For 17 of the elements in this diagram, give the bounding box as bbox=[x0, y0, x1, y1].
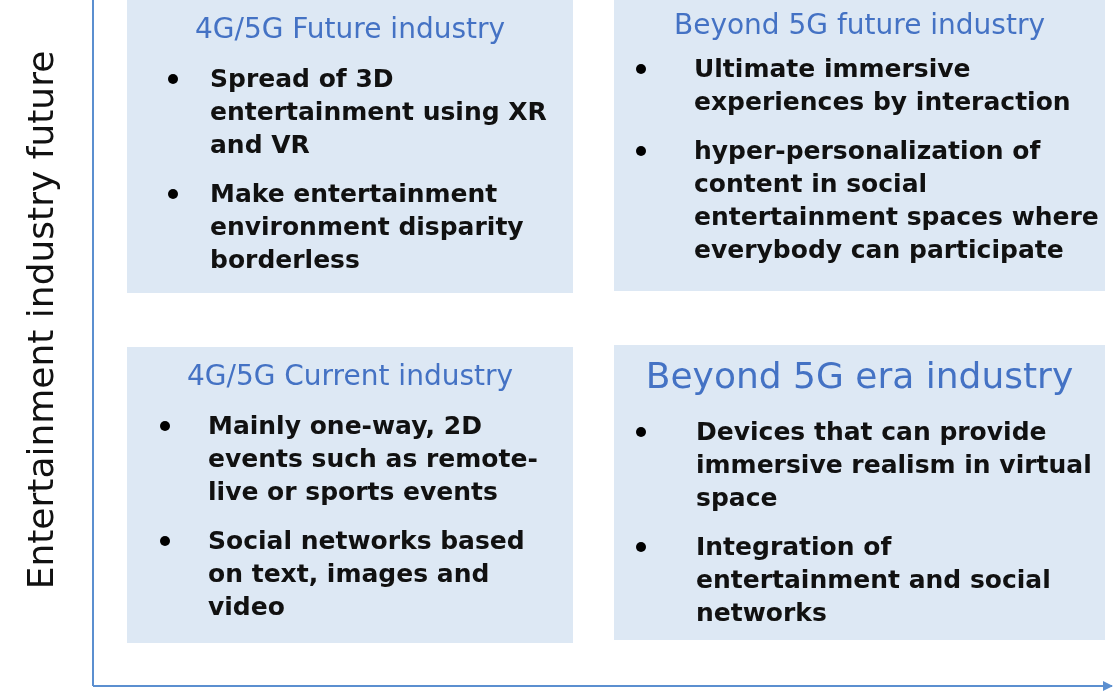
quadrant-heading: Beyond 5G future industry bbox=[673, 8, 1046, 41]
quadrant-box bbox=[127, 347, 573, 643]
bullet-text: Make entertainment environment disparity borderless bbox=[210, 179, 524, 274]
quadrant-heading: Beyond 5G era industry bbox=[644, 355, 1075, 396]
bullet-text: Social networks based on text, images and video bbox=[208, 526, 525, 621]
bullet-text: Integration of entertainment and social networks bbox=[696, 532, 1051, 627]
bullet-text: Mainly one-way, 2D events such as remote-live or sports events bbox=[208, 411, 538, 506]
quadrant-box bbox=[614, 345, 1105, 640]
quadrant-heading: 4G/5G Current industry bbox=[185, 359, 515, 392]
bullet-text: Devices that can provide immersive realism in virtual space bbox=[696, 417, 1092, 512]
bullet-text: hyper-personalization of content in social entertainment spaces where everybody can participate bbox=[694, 136, 1099, 264]
quadrant-box bbox=[127, 0, 573, 293]
quadrant-heading: 4G/5G Future industry bbox=[193, 12, 507, 45]
axis-label: Entertainment industry future bbox=[19, 50, 61, 590]
bullet-text: Ultimate immersive experiences by interaction bbox=[694, 54, 1071, 116]
bullet-text: Spread of 3D entertainment using XR and VR bbox=[210, 64, 547, 159]
quadrant-box bbox=[614, 0, 1105, 291]
